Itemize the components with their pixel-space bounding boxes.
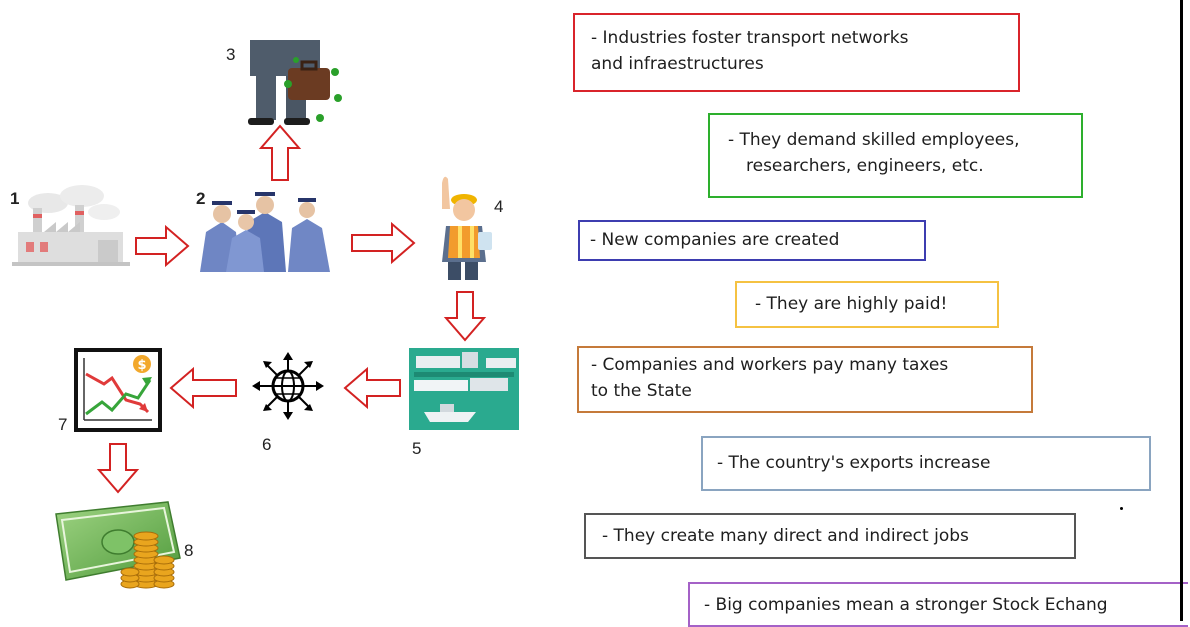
statement-line: - Big companies mean a stronger Stock Ec…: [704, 595, 1108, 615]
stock-chart-icon: $: [74, 348, 162, 432]
arrow-4-to-5: [443, 291, 487, 342]
construction-worker-icon: [442, 176, 492, 280]
statement-transport-networks: - Industries foster transport networks a…: [573, 13, 1020, 92]
arrow-6-to-7: [169, 366, 237, 410]
factory-icon: [12, 185, 130, 266]
statement-line: - They are highly paid!: [755, 294, 948, 314]
statement-line: and infraestructures: [591, 54, 764, 74]
statement-new-companies: - New companies are created: [578, 220, 926, 261]
arrow-2-to-3: [258, 124, 302, 181]
statement-line: - They create many direct and indirect j…: [602, 526, 969, 546]
statement-line: to the State: [591, 381, 692, 401]
page-edge-line: [1180, 0, 1183, 621]
statement-line: researchers, engineers, etc.: [746, 156, 984, 176]
diagram-canvas: $ 1 2 3 4 5 6 7: [10, 40, 519, 589]
svg-text:$: $: [137, 358, 146, 373]
statement-line: - The country's exports increase: [717, 453, 991, 473]
statement-taxes: - Companies and workers pay many taxes t…: [577, 346, 1033, 413]
arrow-7-to-8: [96, 443, 140, 494]
node-label-6: 6: [262, 435, 271, 454]
arrow-1-to-2: [135, 224, 190, 268]
globe-network-icon: [252, 352, 324, 420]
node-label-8: 8: [184, 541, 193, 560]
statement-line: - They demand skilled employees,: [728, 130, 1020, 150]
graduates-icon: [200, 192, 330, 272]
node-label-1: 1: [10, 189, 19, 208]
businessman-briefcase-icon: [248, 40, 342, 125]
statement-jobs: - They create many direct and indirect j…: [584, 513, 1076, 559]
node-label-3: 3: [226, 45, 235, 64]
node-label-4: 4: [494, 197, 503, 216]
statement-highly-paid: - They are highly paid!: [735, 281, 999, 328]
statement-exports: - The country's exports increase: [701, 436, 1151, 491]
stray-dot: [1120, 507, 1123, 510]
statement-line: - Industries foster transport networks: [591, 28, 909, 48]
node-label-2: 2: [196, 189, 205, 208]
flow-arrows: [96, 124, 487, 494]
freight-transport-icon: [409, 348, 519, 430]
node-label-7: 7: [58, 415, 67, 434]
arrow-2-to-4: [351, 221, 416, 265]
statement-line: - Companies and workers pay many taxes: [591, 355, 949, 375]
statement-stock-exchange: - Big companies mean a stronger Stock Ec…: [688, 582, 1188, 627]
statement-skilled-employees: - They demand skilled employees, researc…: [708, 113, 1083, 198]
money-coins-icon: [55, 501, 181, 589]
statement-line: - New companies are created: [590, 230, 840, 250]
arrow-5-to-6: [343, 366, 401, 410]
node-label-5: 5: [412, 439, 421, 458]
